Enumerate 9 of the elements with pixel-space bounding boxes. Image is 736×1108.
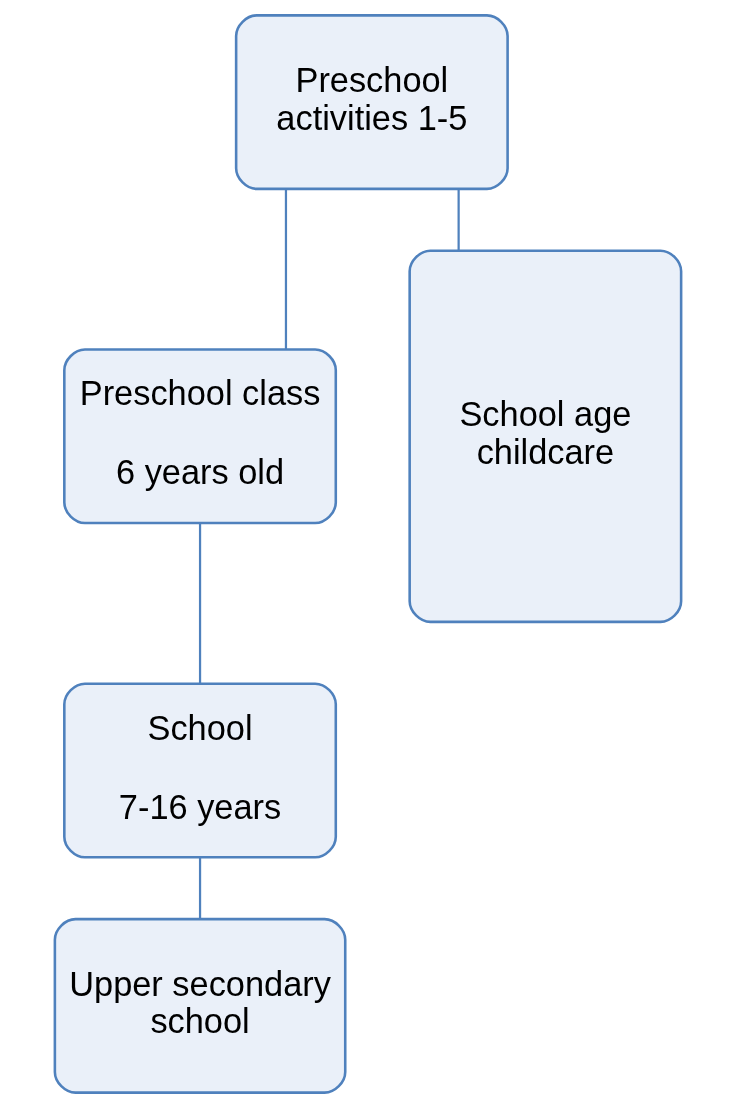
node-box: School 7-16 years (63, 682, 338, 859)
node-box: Upper secondary school (53, 917, 347, 1094)
node-box: Preschool class 6 years old (63, 348, 338, 525)
connector (198, 523, 202, 684)
connector (198, 857, 202, 919)
node-box: School age childcare (408, 249, 683, 624)
connector (284, 189, 288, 350)
node-box: Preschool activities 1-5 (234, 14, 509, 191)
connector (457, 189, 460, 251)
